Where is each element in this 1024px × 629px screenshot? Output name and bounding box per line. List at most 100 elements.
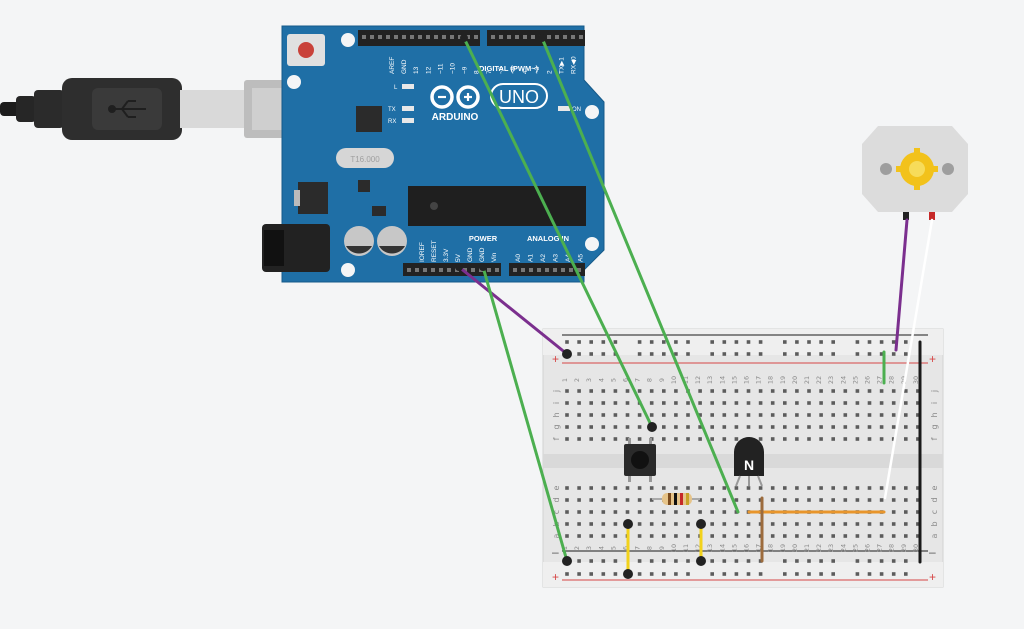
breadboard-hole[interactable] [662, 486, 666, 490]
breadboard-hole[interactable] [637, 352, 642, 356]
breadboard-hole[interactable] [904, 437, 908, 441]
breadboard-hole[interactable] [613, 498, 618, 502]
breadboard-hole[interactable] [746, 498, 751, 502]
breadboard-hole[interactable] [867, 498, 872, 502]
breadboard-hole[interactable] [819, 559, 823, 563]
breadboard-hole[interactable] [904, 559, 908, 563]
header-pin[interactable] [450, 35, 454, 39]
breadboard-hole[interactable] [686, 437, 690, 441]
breadboard-hole[interactable] [867, 486, 872, 490]
breadboard-hole[interactable] [686, 510, 690, 514]
breadboard-hole[interactable] [637, 498, 642, 502]
breadboard-hole[interactable] [831, 401, 835, 405]
breadboard-hole[interactable] [843, 401, 848, 405]
header-pin[interactable] [563, 35, 567, 39]
breadboard-hole[interactable] [843, 522, 848, 526]
breadboard-hole[interactable] [855, 498, 860, 502]
breadboard-hole[interactable] [746, 352, 751, 356]
breadboard-hole[interactable] [710, 437, 714, 441]
breadboard-hole[interactable] [734, 340, 739, 344]
breadboard-hole[interactable] [637, 413, 642, 417]
header-pin[interactable] [513, 268, 517, 272]
breadboard-hole[interactable] [879, 498, 884, 502]
breadboard-hole[interactable] [637, 437, 642, 441]
breadboard-hole[interactable] [734, 413, 739, 417]
header-pin[interactable] [471, 268, 475, 272]
breadboard-hole[interactable] [891, 522, 896, 526]
breadboard-hole[interactable] [722, 572, 727, 576]
header-pin[interactable] [561, 268, 565, 272]
breadboard-hole[interactable] [783, 498, 787, 502]
breadboard-hole[interactable] [758, 425, 763, 429]
breadboard-hole[interactable] [783, 340, 787, 344]
breadboard-hole[interactable] [807, 401, 811, 405]
breadboard-hole[interactable] [686, 534, 690, 538]
breadboard-hole[interactable] [783, 486, 787, 490]
breadboard-hole[interactable] [710, 559, 714, 563]
breadboard-hole[interactable] [891, 389, 896, 393]
breadboard-hole[interactable] [795, 425, 799, 429]
breadboard-hole[interactable] [686, 572, 690, 576]
breadboard-hole[interactable] [613, 522, 618, 526]
breadboard-hole[interactable] [831, 425, 835, 429]
breadboard-hole[interactable] [649, 559, 654, 563]
breadboard-hole[interactable] [625, 498, 630, 502]
breadboard-hole[interactable] [613, 437, 618, 441]
breadboard-hole[interactable] [916, 401, 920, 405]
breadboard-hole[interactable] [770, 413, 775, 417]
header-pin[interactable] [434, 35, 438, 39]
breadboard-hole[interactable] [916, 522, 920, 526]
breadboard-hole[interactable] [770, 534, 775, 538]
breadboard-hole[interactable] [722, 498, 727, 502]
breadboard-hole[interactable] [674, 534, 678, 538]
breadboard-hole[interactable] [783, 401, 787, 405]
breadboard-hole[interactable] [734, 522, 739, 526]
header-pin[interactable] [439, 268, 443, 272]
breadboard-hole[interactable] [891, 437, 896, 441]
breadboard-hole[interactable] [879, 522, 884, 526]
breadboard-hole[interactable] [904, 425, 908, 429]
breadboard-hole[interactable] [674, 425, 678, 429]
breadboard-hole[interactable] [783, 389, 787, 393]
breadboard-hole[interactable] [770, 437, 775, 441]
breadboard-hole[interactable] [819, 352, 823, 356]
breadboard-hole[interactable] [649, 510, 654, 514]
header-pin[interactable] [458, 35, 462, 39]
breadboard-hole[interactable] [783, 437, 787, 441]
breadboard-hole[interactable] [891, 352, 896, 356]
breadboard-hole[interactable] [746, 534, 751, 538]
breadboard-hole[interactable] [783, 352, 787, 356]
header-pin[interactable] [402, 35, 406, 39]
wire-purple-motor[interactable] [894, 218, 909, 352]
breadboard-hole[interactable] [625, 389, 630, 393]
breadboard-hole[interactable] [783, 534, 787, 538]
breadboard-hole[interactable] [625, 425, 630, 429]
header-pin[interactable] [474, 35, 478, 39]
breadboard-hole[interactable] [867, 534, 872, 538]
breadboard-hole[interactable] [601, 425, 606, 429]
breadboard-hole[interactable] [855, 425, 860, 429]
breadboard-hole[interactable] [879, 413, 884, 417]
breadboard-hole[interactable] [831, 486, 835, 490]
breadboard-hole[interactable] [686, 401, 690, 405]
header-pin[interactable] [545, 268, 549, 272]
breadboard-hole[interactable] [770, 498, 775, 502]
breadboard-hole[interactable] [601, 389, 606, 393]
breadboard-hole[interactable] [867, 572, 872, 576]
breadboard-hole[interactable] [819, 425, 823, 429]
breadboard-hole[interactable] [758, 437, 763, 441]
breadboard-hole[interactable] [577, 389, 581, 393]
header-pin[interactable] [555, 35, 559, 39]
breadboard-hole[interactable] [855, 559, 860, 563]
header-pin[interactable] [447, 268, 451, 272]
breadboard-hole[interactable] [867, 401, 872, 405]
header-pin[interactable] [407, 268, 411, 272]
breadboard-hole[interactable] [891, 340, 896, 344]
breadboard-hole[interactable] [734, 559, 739, 563]
breadboard-hole[interactable] [698, 498, 702, 502]
breadboard-hole[interactable] [916, 498, 920, 502]
breadboard-hole[interactable] [819, 534, 823, 538]
breadboard-hole[interactable] [867, 413, 872, 417]
breadboard-hole[interactable] [674, 389, 678, 393]
breadboard-hole[interactable] [855, 389, 860, 393]
